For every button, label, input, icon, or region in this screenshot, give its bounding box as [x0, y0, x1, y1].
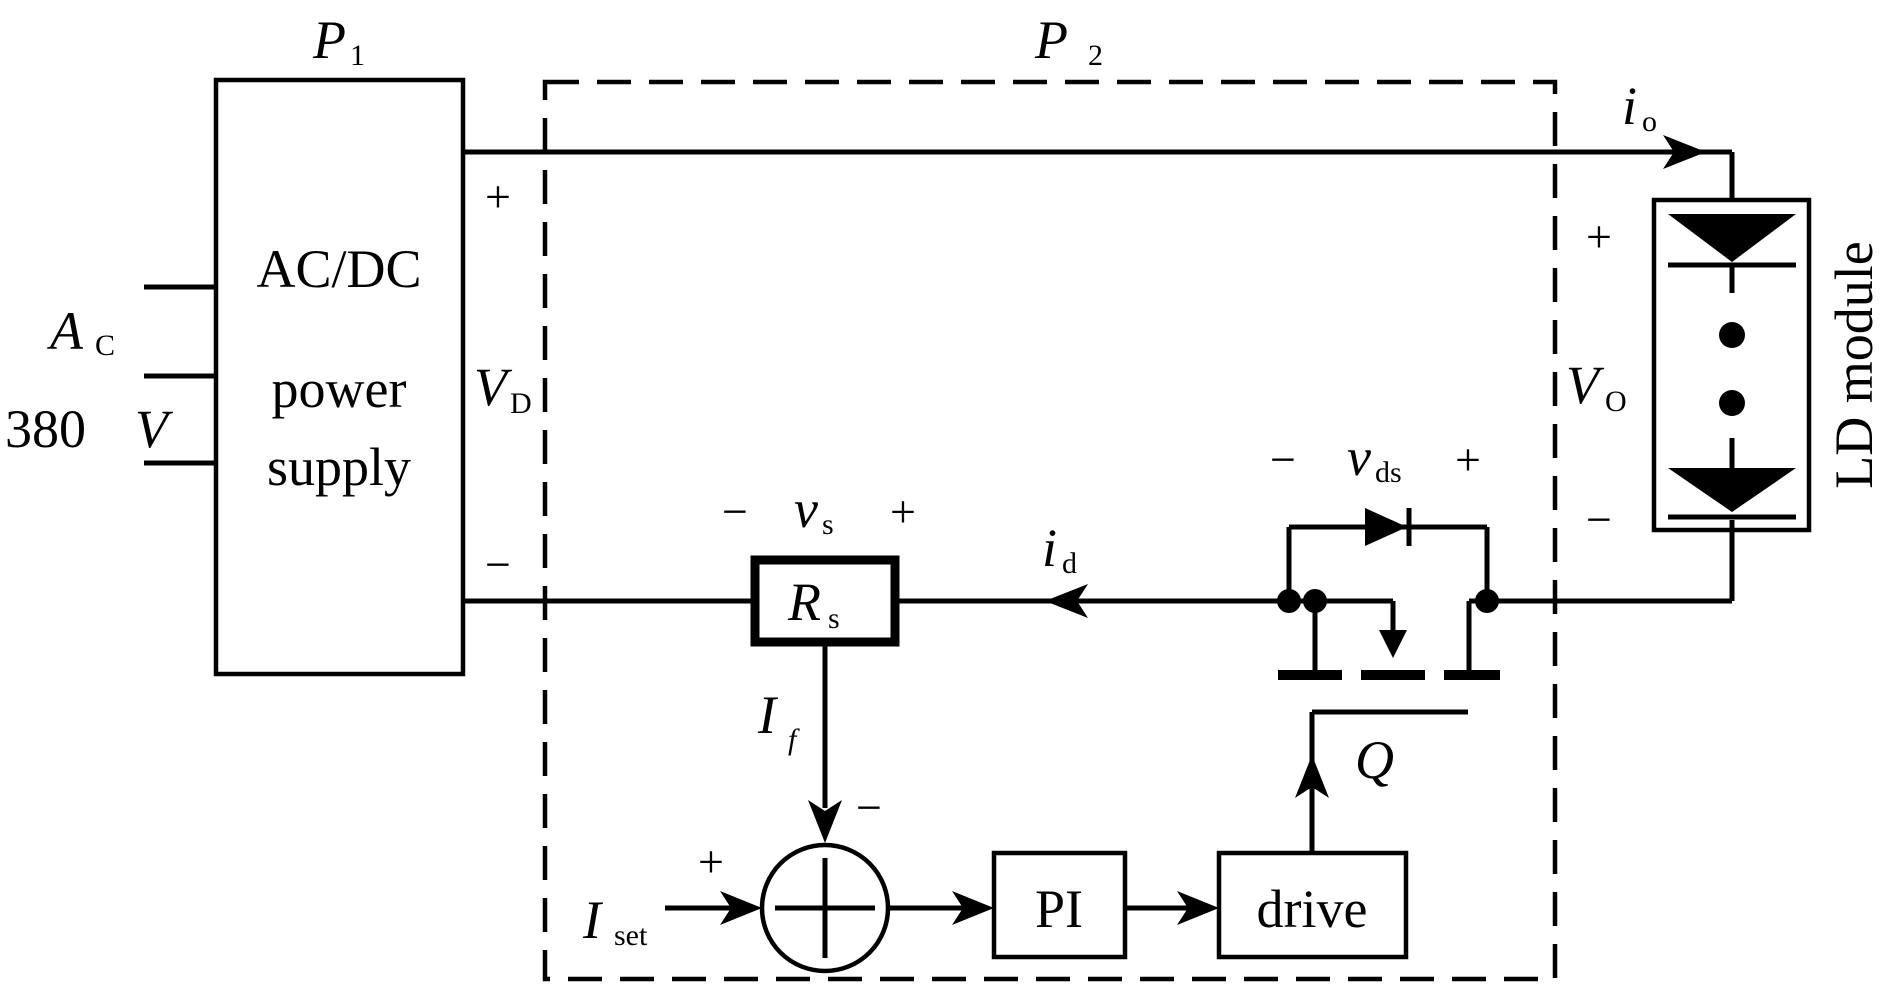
vs-subscript: s	[822, 508, 834, 541]
iset-arrow-icon	[720, 891, 762, 925]
if-label: I	[757, 685, 779, 745]
vs-label: v	[794, 479, 818, 539]
rs-subscript: s	[828, 602, 840, 635]
pi-controller-block	[991, 850, 1128, 960]
id-subscript: d	[1062, 547, 1077, 580]
p2-dashed-boundary	[542, 79, 1558, 982]
ld-module-label: LD module	[1824, 241, 1884, 488]
vd-subscript: D	[510, 387, 532, 420]
rs-label: R	[787, 572, 821, 632]
vds-plus-sign: +	[1455, 434, 1481, 485]
io-arrow-icon	[1663, 135, 1706, 169]
summer-plus-sign: +	[698, 836, 724, 887]
laser-diode-top-icon	[1668, 214, 1796, 262]
ac-subscript: C	[95, 329, 115, 362]
drive-block	[1216, 850, 1409, 960]
vo-plus-sign: +	[1586, 211, 1612, 262]
voltage-unit: V	[135, 399, 174, 459]
shunt-resistor-rs	[750, 555, 900, 647]
acdc-label-line1: AC/DC	[256, 239, 421, 299]
pi-label: PI	[1035, 879, 1083, 939]
acdc-label-line2: power	[272, 359, 407, 419]
vs-plus-sign: +	[890, 486, 916, 537]
acdc-label-line3: supply	[267, 437, 411, 497]
io-subscript: o	[1642, 105, 1657, 138]
id-label: i	[1042, 518, 1057, 578]
pi-input-arrow-icon	[952, 891, 994, 925]
vds-subscript: ds	[1375, 456, 1402, 489]
drive-label: drive	[1257, 879, 1368, 939]
vd-minus-sign: −	[485, 539, 511, 590]
if-subscript: f	[788, 723, 800, 756]
vo-minus-sign: −	[1586, 494, 1612, 545]
ld-series-dot-1	[1719, 322, 1745, 348]
ld-series-dot-2	[1719, 390, 1745, 416]
body-diode-icon	[1365, 508, 1407, 546]
io-label: i	[1622, 76, 1637, 136]
vo-subscript: O	[1605, 385, 1627, 418]
gate-arrow-icon	[1295, 755, 1329, 798]
summer-minus-sign: −	[856, 782, 882, 833]
voltage-value: 380	[5, 399, 86, 459]
vo-label: V	[1566, 355, 1605, 415]
drive-input-arrow-icon	[1177, 891, 1219, 925]
laser-diode-bottom-icon	[1668, 468, 1796, 512]
vd-plus-sign: +	[485, 171, 511, 222]
p1-subscript: 1	[350, 39, 365, 72]
vd-label: V	[474, 357, 513, 417]
iset-label: I	[582, 890, 604, 950]
p2-label: P	[1034, 10, 1068, 70]
if-arrow-icon	[808, 800, 842, 843]
ac-label: A	[47, 301, 84, 361]
vs-minus-sign: −	[722, 486, 748, 537]
q-label: Q	[1355, 730, 1394, 790]
p1-label: P	[312, 10, 346, 70]
mosfet-body-arrow-icon	[1379, 630, 1407, 658]
iset-subscript: set	[614, 919, 648, 952]
vds-label: v	[1347, 427, 1371, 487]
p2-subscript: 2	[1088, 39, 1103, 72]
vds-minus-sign: −	[1270, 434, 1296, 485]
junction-dot-left	[1277, 589, 1301, 613]
acdc-power-supply-block	[213, 77, 466, 677]
id-arrow-icon	[1045, 584, 1088, 618]
